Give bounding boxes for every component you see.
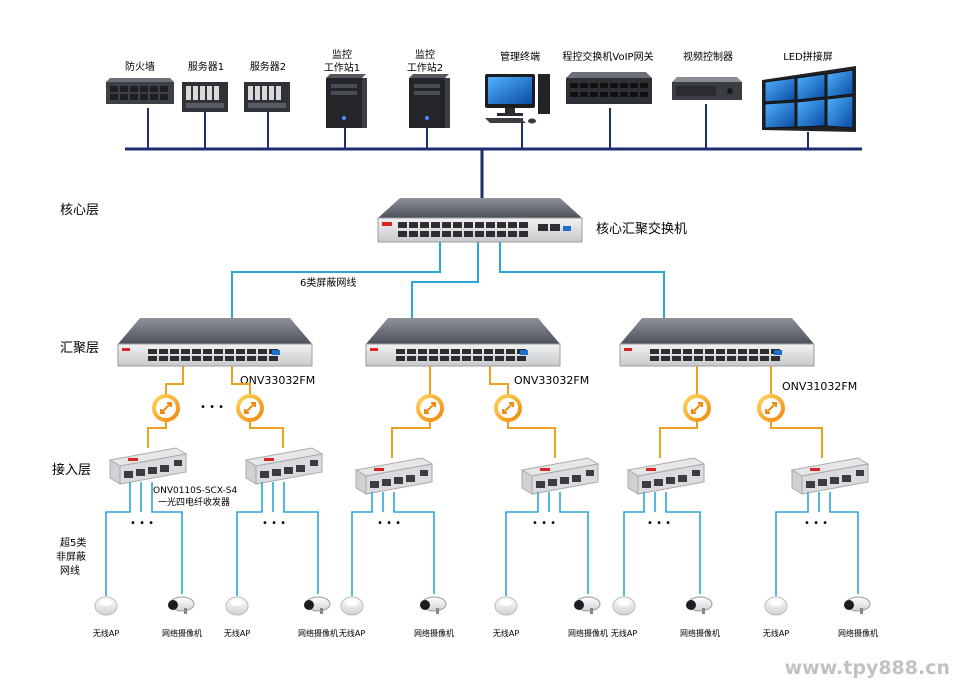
media-converter-icon: [108, 447, 188, 485]
workstation-tower-icon: [326, 74, 367, 128]
layer-label-access: 接入层: [52, 462, 91, 478]
camera-label: 网络摄像机: [568, 628, 608, 638]
ellipsis-more-devices: • • •: [130, 518, 154, 529]
camera-label: 网络摄像机: [838, 628, 878, 638]
fiber-ring-icon: [683, 394, 711, 422]
device-label-workstation1: 监控工作站1: [324, 48, 360, 74]
ellipsis-more-devices: • • •: [647, 518, 671, 529]
fiber-ring-icon: [416, 394, 444, 422]
agg-switch-label-1: ONV33032FM: [240, 374, 315, 387]
layer-label-core: 核心层: [60, 203, 99, 218]
ellipsis-more-devices: • • •: [262, 518, 286, 529]
wireless-ap-icon: [340, 596, 364, 616]
ap-label: 无线AP: [493, 628, 519, 638]
core-switch-icon: [377, 198, 583, 243]
server-icon: [244, 82, 290, 112]
watermark: www.tpy888.cn: [785, 657, 950, 679]
cable-cat6-label: 6类屏蔽网线: [300, 276, 356, 289]
wireless-ap-icon: [494, 596, 518, 616]
ap-label: 无线AP: [763, 628, 789, 638]
fiber-ring-icon: [152, 394, 180, 422]
device-label-workstation2: 监控工作站2: [407, 48, 443, 74]
fiber-ring-icon: [236, 394, 264, 422]
media-converter-icon: [520, 457, 600, 495]
media-converter-icon: [790, 457, 870, 495]
voip-gateway-icon: [566, 72, 652, 104]
network-camera-icon: [304, 596, 331, 614]
network-camera-icon: [168, 596, 195, 614]
fiber-ring-icon: [757, 394, 785, 422]
ap-label: 无线AP: [224, 628, 250, 638]
layer-label-aggregation: 汇聚层: [60, 341, 99, 356]
aggregation-switch-icon: [619, 318, 815, 367]
network-camera-icon: [420, 596, 447, 614]
media-converter-icon: [626, 457, 706, 495]
ellipsis-more-devices: • • •: [377, 518, 401, 529]
led-video-wall-icon: [762, 66, 856, 132]
network-camera-icon: [574, 596, 601, 614]
transceiver-desc-label: 一光四电纤收发器: [158, 496, 230, 508]
fiber-links: [147, 366, 823, 458]
core-to-aggregation-cables: [231, 242, 665, 352]
ellipsis-agg: • • •: [200, 402, 224, 413]
agg-switch-label-2: ONV33032FM: [514, 374, 589, 387]
network-camera-icon: [844, 596, 871, 614]
device-label-firewall: 防火墙: [125, 60, 155, 73]
device-label-led-wall: LED拼接屏: [783, 50, 833, 63]
cable-cat5e-label: 超5类非屏蔽网线: [56, 536, 86, 577]
transceiver-model-label: ONV0110S-SCX-S4: [153, 486, 238, 496]
server-icon: [182, 82, 228, 112]
fiber-ring-icon: [494, 394, 522, 422]
wireless-ap-icon: [612, 596, 636, 616]
agg-switch-label-3: ONV31032FM: [782, 380, 857, 393]
media-converter-icon: [354, 457, 434, 495]
device-label-server2: 服务器2: [250, 60, 286, 73]
device-label-server1: 服务器1: [188, 60, 224, 73]
access-cables: [105, 482, 859, 596]
wireless-ap-icon: [764, 596, 788, 616]
device-label-management: 管理终端: [500, 50, 540, 63]
desktop-computer-icon: [485, 74, 550, 124]
network-camera-icon: [686, 596, 713, 614]
ap-label: 无线AP: [93, 628, 119, 638]
ellipsis-more-devices: • • •: [804, 518, 828, 529]
device-label-voip-gateway: 程控交换机VoIP网关: [562, 50, 653, 63]
aggregation-switch-icon: [117, 318, 313, 367]
camera-label: 网络摄像机: [680, 628, 720, 638]
top-bus: [125, 104, 862, 205]
aggregation-switch-icon: [365, 318, 561, 367]
core-switch-label: 核心汇聚交换机: [596, 221, 687, 237]
workstation-tower-icon: [409, 74, 450, 128]
ellipsis-more-devices: • • •: [532, 518, 556, 529]
camera-label: 网络摄像机: [414, 628, 454, 638]
camera-label: 网络摄像机: [298, 628, 338, 638]
wireless-ap-icon: [225, 596, 249, 616]
media-converter-icon: [244, 447, 324, 485]
video-controller-icon: [672, 77, 742, 100]
wireless-ap-icon: [94, 596, 118, 616]
device-label-video-controller: 视频控制器: [683, 50, 733, 63]
ap-label: 无线AP: [611, 628, 637, 638]
firewall-icon: [106, 78, 174, 104]
ap-label: 无线AP: [339, 628, 365, 638]
camera-label: 网络摄像机: [162, 628, 202, 638]
